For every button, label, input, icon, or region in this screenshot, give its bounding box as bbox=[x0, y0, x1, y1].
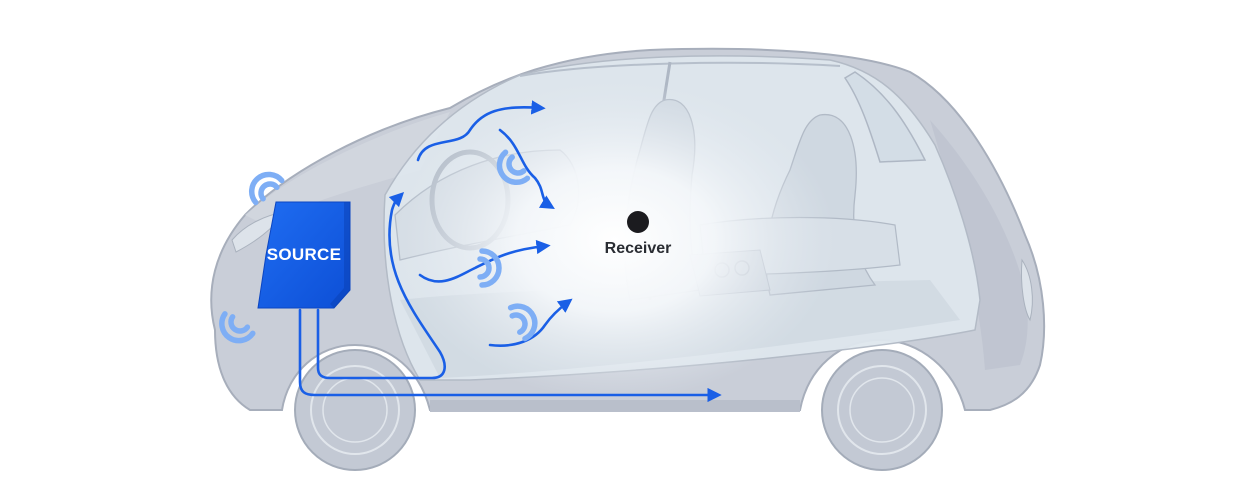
wave-icon bbox=[249, 171, 285, 206]
car-rear-panel bbox=[930, 120, 1028, 370]
arrow-icon bbox=[416, 100, 546, 162]
wave-icon bbox=[219, 311, 256, 344]
source-box-edge bbox=[330, 202, 350, 308]
wave-icon bbox=[496, 149, 531, 185]
wave-icon bbox=[477, 248, 502, 288]
source-label: SOURCE bbox=[267, 245, 342, 264]
front-wheel bbox=[294, 349, 416, 471]
arrow-icon bbox=[316, 191, 446, 380]
wave-icon bbox=[507, 303, 538, 342]
arrow-icon bbox=[418, 239, 551, 283]
arrow-icon bbox=[488, 298, 573, 347]
acoustic-paths bbox=[298, 100, 722, 403]
rear-wheel bbox=[821, 349, 943, 471]
source-box: SOURCE bbox=[257, 201, 351, 309]
car-sill bbox=[430, 400, 800, 412]
wheels bbox=[294, 349, 943, 471]
receiver-label: Receiver bbox=[605, 240, 672, 257]
receiver: Receiver bbox=[605, 211, 672, 257]
receiver-dot-icon bbox=[627, 211, 649, 233]
taillight bbox=[1021, 258, 1033, 322]
arrow-icon bbox=[298, 308, 722, 403]
rear-window bbox=[843, 71, 927, 163]
car-hood bbox=[245, 112, 450, 225]
arrow-icon bbox=[498, 128, 555, 209]
sound-waves bbox=[219, 149, 538, 344]
receiver-glow bbox=[395, 80, 835, 400]
roof-rail bbox=[519, 61, 841, 77]
